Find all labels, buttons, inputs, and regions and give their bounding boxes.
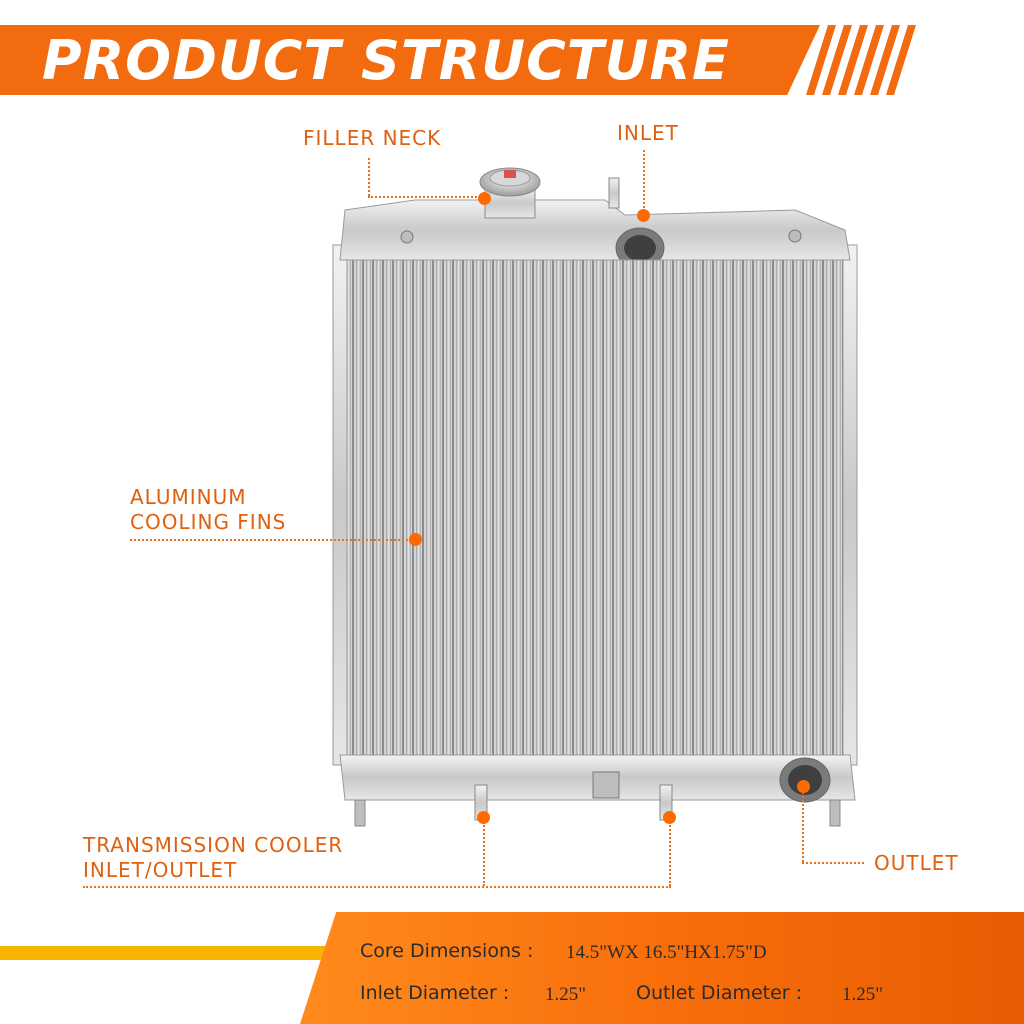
- fins-marker: [409, 533, 422, 546]
- trans-cooler-label-line2: INLET/OUTLET: [83, 858, 238, 882]
- outlet-diameter-label: Outlet Diameter :: [636, 982, 803, 1004]
- core-dimensions-value: 14.5"WX 16.5"HX1.75"D: [566, 942, 767, 963]
- trans-cooler-leader-left: [483, 818, 485, 886]
- filler-neck-label: FILLER NECK: [303, 126, 442, 150]
- filler-neck-leader: [368, 158, 370, 196]
- outlet-leader-h: [802, 862, 864, 864]
- inlet-diameter-label: Inlet Diameter :: [360, 982, 510, 1004]
- inlet-marker: [637, 209, 650, 222]
- radiator-illustration: [332, 167, 858, 827]
- trans-cooler-outlet-marker: [663, 811, 676, 824]
- filler-neck-leader-h: [368, 196, 484, 198]
- outlet-marker: [797, 780, 810, 793]
- trans-cooler-label-line1: TRANSMISSION COOLER: [83, 833, 344, 857]
- inlet-leader: [643, 150, 645, 212]
- outlet-label: OUTLET: [874, 851, 959, 875]
- trans-cooler-inlet-marker: [477, 811, 490, 824]
- banner-stripes: [806, 25, 916, 95]
- inlet-label: INLET: [617, 121, 679, 145]
- spec-panel: [300, 912, 1024, 1024]
- trans-cooler-leader: [83, 886, 671, 888]
- outlet-leader-v: [802, 792, 804, 862]
- title-banner: [0, 25, 820, 95]
- page-title: PRODUCT STRUCTURE: [42, 29, 730, 92]
- fins-label-line1: ALUMINUM: [130, 485, 247, 509]
- core-dimensions-label: Core Dimensions :: [360, 940, 534, 962]
- trans-cooler-leader-right: [669, 818, 671, 886]
- inlet-diameter-value: 1.25": [545, 984, 587, 1005]
- fins-label-line2: COOLING FINS: [130, 510, 287, 534]
- footer-accent-bar: [0, 946, 330, 960]
- outlet-diameter-value: 1.25": [842, 984, 884, 1005]
- fins-leader: [130, 539, 412, 541]
- filler-neck-marker: [478, 192, 491, 205]
